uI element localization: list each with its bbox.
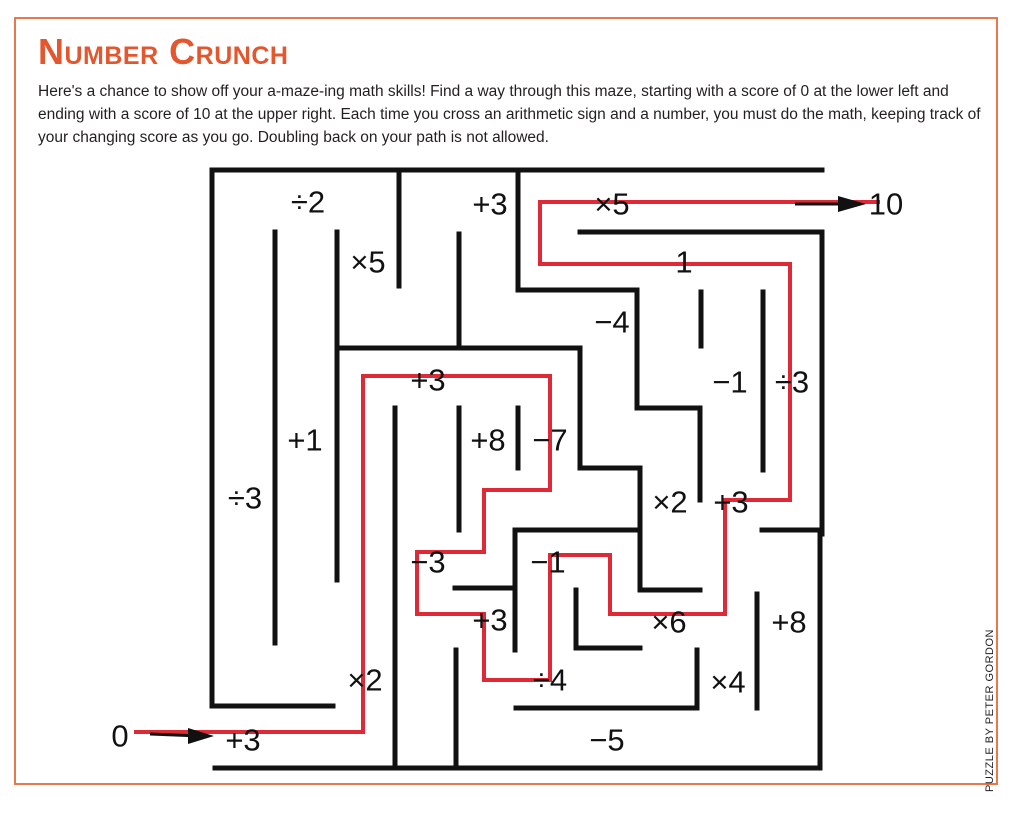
puzzle-frame [14,17,998,785]
operation-label: −3 [410,545,445,580]
operation-label: +3 [472,187,507,222]
start-score: 0 [111,719,128,754]
solution-path [134,200,880,734]
operation-label: +3 [713,485,748,520]
operation-label: −7 [532,423,567,458]
operation-label: +1 [287,423,322,458]
end-arrow-icon [795,196,866,212]
operation-label: ÷4 [533,663,567,698]
operation-label: ×2 [347,663,382,698]
start-arrow-icon [149,728,214,744]
operation-label: −4 [594,305,629,340]
operation-label: −5 [589,723,624,758]
end-score: 10 [869,187,903,222]
operation-label: ×6 [651,605,686,640]
operation-label: −1 [712,365,747,400]
operation-label: ×5 [350,245,385,280]
puzzle-instructions: Here's a chance to show off your a-maze-… [38,83,981,146]
maze-walls [209,167,825,771]
operation-label: +8 [771,605,806,640]
operation-label: +8 [470,423,505,458]
puzzle-title: Number Crunch [38,31,289,72]
operation-label: −1 [530,545,565,580]
operation-label: ×4 [710,665,745,700]
operation-label: ×5 [594,187,629,222]
puzzle-credit: PUZZLE BY PETER GORDON [984,629,996,792]
operation-label: +3 [410,363,445,398]
operation-label: ÷2 [291,185,325,220]
operation-label: ÷3 [228,481,262,516]
operation-label: +3 [225,723,260,758]
operation-label: ×2 [652,485,687,520]
operation-label: ÷3 [775,365,809,400]
maze-operations: ÷2 +3 ×5 ×5 1 −4 +3 +1 −1 ÷3 +8 −7 ÷3 ×2… [225,185,809,758]
operation-label: 1 [675,245,692,280]
operation-label: +3 [472,603,507,638]
